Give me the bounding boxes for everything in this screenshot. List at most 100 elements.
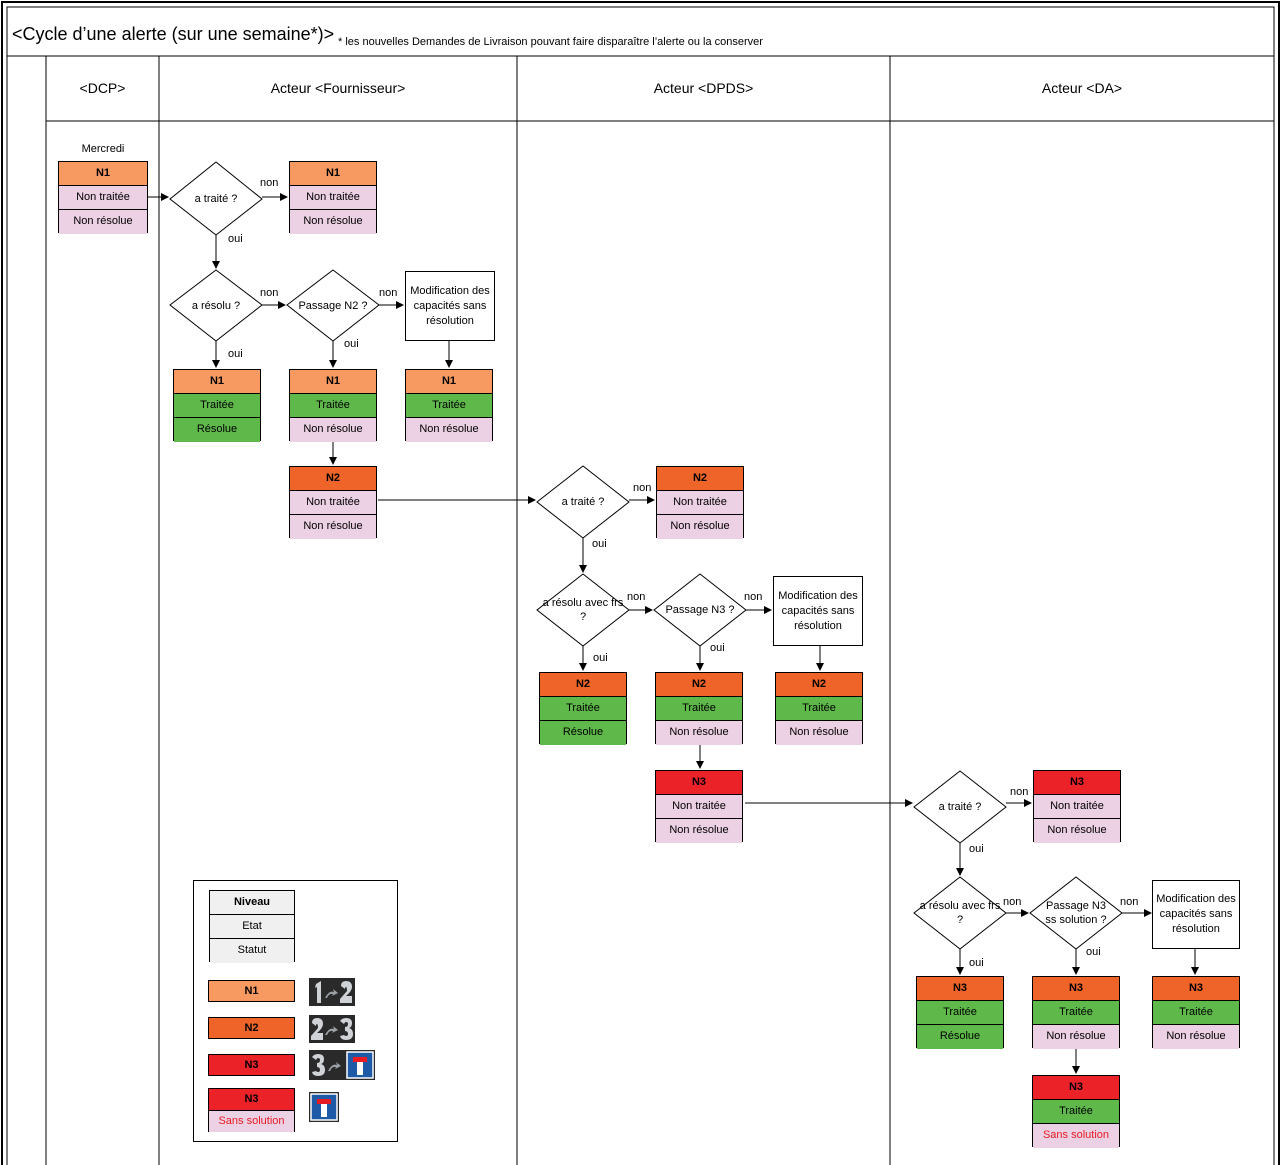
- legend-key-card: Niveau Etat Statut: [209, 890, 295, 963]
- level-cell: N3: [209, 1089, 294, 1111]
- status-cell: Sans solution: [1033, 1124, 1119, 1148]
- level-cell: N1: [290, 370, 376, 394]
- answer-no: non: [627, 591, 646, 603]
- escalate-3-to-dead-end-icon: [309, 1050, 375, 1080]
- level-cell: N1: [290, 162, 376, 186]
- status-cell: Non résolue: [59, 210, 147, 234]
- status-card-n2-escalated: N2 Traitée Non résolue: [655, 672, 743, 745]
- status-cell: Non résolue: [1153, 1025, 1239, 1049]
- answer-yes: oui: [593, 652, 608, 664]
- status-cell: Résolue: [174, 418, 260, 442]
- answer-yes: oui: [344, 338, 359, 350]
- decision-passage-n2: Passage N2 ?: [298, 300, 368, 312]
- state-cell: Traitée: [540, 697, 626, 721]
- answer-no: non: [379, 287, 398, 299]
- legend-niveau: Niveau: [210, 891, 294, 915]
- answer-no: non: [1010, 786, 1029, 798]
- level-cell: N2: [657, 467, 743, 491]
- level-cell: N2: [540, 673, 626, 697]
- level-cell: N1: [406, 370, 492, 394]
- status-card-n3-new: N3 Non traitée Non résolue: [655, 770, 743, 843]
- decision-a-traite: a traité ?: [938, 801, 982, 813]
- start-day-label: Mercredi: [81, 143, 125, 155]
- footnote: * les nouvelles Demandes de Livraison po…: [338, 36, 763, 48]
- status-card-n3-modified: N3 Traitée Non résolue: [1152, 976, 1240, 1049]
- level-cell: N3: [917, 977, 1003, 1001]
- level-cell: N2: [776, 673, 862, 697]
- answer-no: non: [633, 482, 652, 494]
- answer-yes: oui: [710, 642, 725, 654]
- legend-etat: Etat: [210, 915, 294, 939]
- status-card-n3-escalated: N3 Traitée Non résolue: [1032, 976, 1120, 1049]
- answer-yes: oui: [969, 843, 984, 855]
- status-cell: Résolue: [540, 721, 626, 745]
- status-cell: Non résolue: [656, 721, 742, 745]
- status-cell: Non résolue: [290, 210, 376, 234]
- decision-a-traite: a traité ?: [194, 193, 238, 205]
- status-cell: Non résolue: [776, 721, 862, 745]
- level-cell: N2: [656, 673, 742, 697]
- legend-n3: N3: [208, 1054, 295, 1076]
- status-cell: Résolue: [917, 1025, 1003, 1049]
- state-cell: Non traitée: [290, 186, 376, 210]
- state-cell: Traitée: [1033, 1100, 1119, 1124]
- status-card-n1-modified: N1 Traitée Non résolue: [405, 369, 493, 442]
- state-cell: Traitée: [1033, 1001, 1119, 1025]
- state-cell: Non traitée: [59, 186, 147, 210]
- status-cell: Non résolue: [290, 515, 376, 539]
- answer-yes: oui: [1086, 946, 1101, 958]
- level-cell: N1: [174, 370, 260, 394]
- answer-yes: oui: [228, 348, 243, 360]
- status-cell: Non résolue: [1034, 819, 1120, 843]
- status-card-n1-escalated: N1 Traitée Non résolue: [289, 369, 377, 442]
- state-cell: Traitée: [1153, 1001, 1239, 1025]
- status-card-n2-new: N2 Non traitée Non résolue: [289, 466, 377, 539]
- state-cell: Traitée: [776, 697, 862, 721]
- modification-box: Modification des capacités sans résoluti…: [773, 576, 863, 646]
- state-cell: Non traitée: [1034, 795, 1120, 819]
- level-cell: N2: [290, 467, 376, 491]
- lane-header-fournisseur: Acteur <Fournisseur>: [270, 80, 406, 96]
- answer-no: non: [1120, 896, 1139, 908]
- state-cell: Traitée: [656, 697, 742, 721]
- status-card-start: N1 Non traitée Non résolue: [58, 161, 148, 234]
- decision-passage-n3: Passage N3 ?: [665, 604, 735, 616]
- status-cell: Non résolue: [656, 819, 742, 843]
- answer-no: non: [260, 287, 279, 299]
- state-cell: Non traitée: [656, 795, 742, 819]
- status-cell: Non résolue: [657, 515, 743, 539]
- escalate-2-to-3-icon: [309, 1015, 355, 1043]
- status-card-n1-not-treated: N1 Non traitée Non résolue: [289, 161, 377, 234]
- status-cell: Non résolue: [406, 418, 492, 442]
- state-cell: Traitée: [174, 394, 260, 418]
- diagram-title: <Cycle d’une alerte (sur une semaine*)>: [12, 24, 335, 44]
- status-card-n3-sans-solution: N3 Traitée Sans solution: [1032, 1075, 1120, 1148]
- status-card-n3-not-treated: N3 Non traitée Non résolue: [1033, 770, 1121, 843]
- status-card-n2-resolved: N2 Traitée Résolue: [539, 672, 627, 745]
- level-cell: N3: [1034, 771, 1120, 795]
- dead-end-icon: [309, 1092, 339, 1122]
- answer-no: non: [260, 177, 279, 189]
- level-cell: N3: [1153, 977, 1239, 1001]
- lane-header-dcp: <DCP>: [79, 80, 126, 96]
- state-cell: Traitée: [290, 394, 376, 418]
- escalate-1-to-2-icon: [309, 978, 355, 1006]
- lane-header-dpds: Acteur <DPDS>: [653, 80, 754, 96]
- modification-box: Modification des capacités sans résoluti…: [405, 271, 495, 341]
- status-card-n2-modified: N2 Traitée Non résolue: [775, 672, 863, 745]
- status-cell: Non résolue: [290, 418, 376, 442]
- answer-no: non: [1003, 896, 1022, 908]
- level-cell: N3: [1033, 977, 1119, 1001]
- answer-yes: oui: [969, 957, 984, 969]
- status-card-n1-resolved: N1 Traitée Résolue: [173, 369, 261, 442]
- level-cell: N3: [656, 771, 742, 795]
- decision-a-resolu-avec-frs: a résolu avec frs ?: [919, 900, 1001, 926]
- legend-statut: Statut: [210, 939, 294, 963]
- legend-n2: N2: [208, 1017, 295, 1039]
- decision-a-traite: a traité ?: [561, 496, 605, 508]
- sans-solution-cell: Sans solution: [209, 1111, 294, 1132]
- level-cell: N1: [59, 162, 147, 186]
- status-card-n2-not-treated: N2 Non traitée Non résolue: [656, 466, 744, 539]
